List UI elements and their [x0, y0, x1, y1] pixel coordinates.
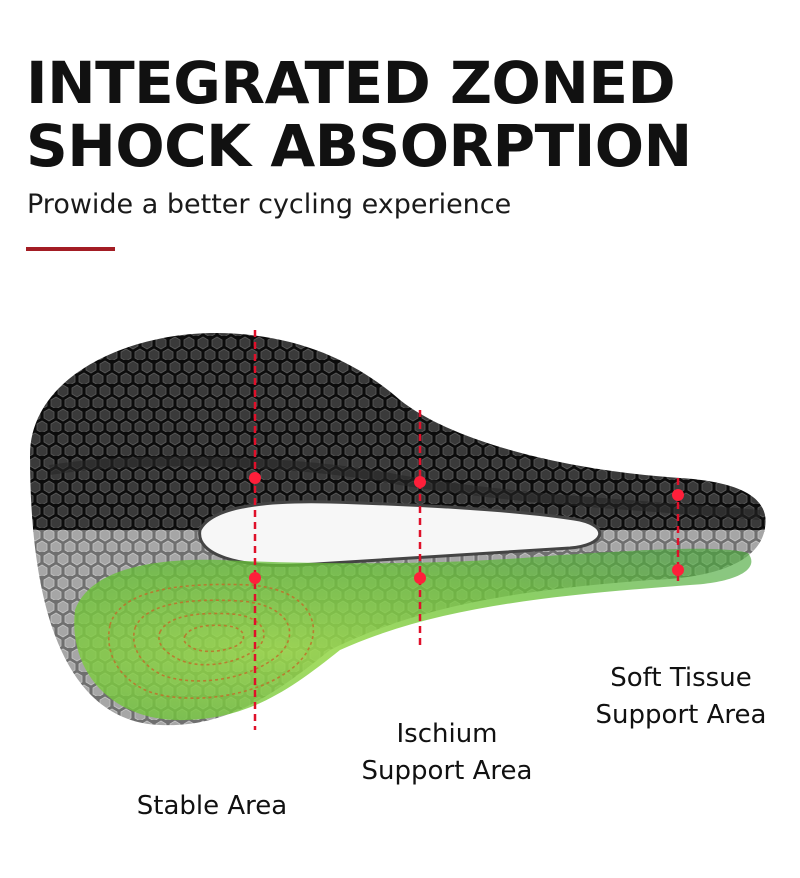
headline-line-1: INTEGRATED ZONED	[26, 49, 676, 117]
zone-label-soft-tissue: Soft Tissue Support Area	[582, 660, 780, 734]
zone-label-soft-tissue-line-1: Soft Tissue	[610, 663, 752, 693]
zone-marker-stable	[249, 330, 261, 730]
page-headline: INTEGRATED ZONED SHOCK ABSORPTION	[26, 52, 692, 178]
comfort-zone-green	[74, 548, 752, 721]
zone-label-ischium-line-2: Support Area	[361, 756, 533, 786]
zone-label-soft-tissue-line-2: Support Area	[595, 700, 767, 730]
zone-label-stable: Stable Area	[126, 788, 298, 825]
headline-line-2: SHOCK ABSORPTION	[26, 112, 692, 180]
zone-label-ischium-line-1: Ischium	[396, 719, 498, 749]
zone-label-stable-line-1: Stable Area	[136, 791, 288, 821]
saddle-illustration	[30, 330, 766, 730]
zone-label-ischium: Ischium Support Area	[348, 716, 546, 790]
accent-divider	[26, 247, 115, 251]
comfort-zone-contours	[108, 583, 315, 699]
zone-marker-soft-tissue	[672, 478, 684, 584]
page-subtitle: Prowide a better cycling experience	[27, 189, 512, 220]
zone-marker-ischium	[414, 410, 426, 648]
